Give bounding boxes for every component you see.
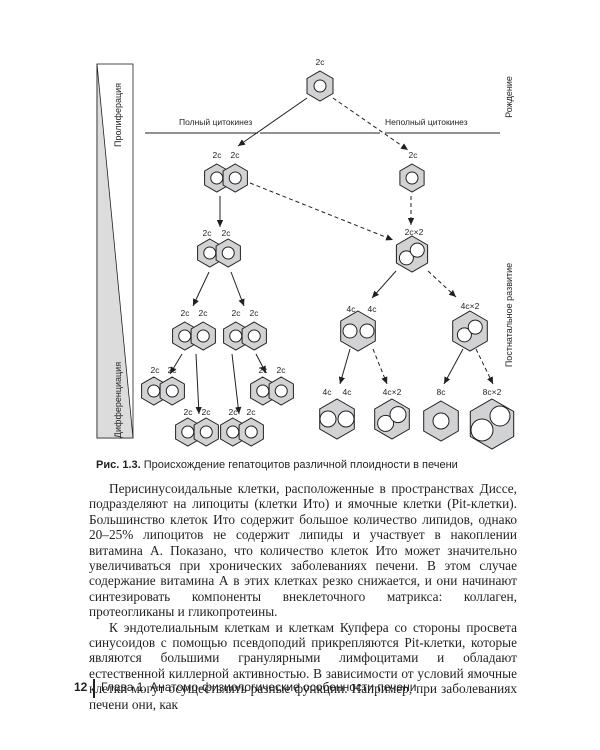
full-cytokinesis-label: Полный цитокинез <box>179 117 252 127</box>
proliferation-label: Пролиферация <box>113 83 123 147</box>
ploidy-label: 2c <box>277 365 287 375</box>
figure-caption: Рис. 1.3. Происхождение гепатоцитов разл… <box>96 459 516 471</box>
cell-nucleus <box>178 329 192 343</box>
hepatocyte-cell <box>319 398 355 440</box>
ploidy-label: 4c <box>347 304 357 314</box>
cell-nucleus <box>274 384 288 398</box>
cell-nucleus <box>359 323 375 339</box>
ploidy-label: 2c <box>168 365 178 375</box>
ploidy-label: 2c <box>316 57 326 67</box>
ploidy-label: 4c×2 <box>461 301 480 311</box>
cell-nucleus <box>489 405 511 427</box>
cell-nucleus <box>319 410 337 428</box>
cell-nucleus <box>467 319 483 335</box>
cell-nucleus <box>228 171 242 185</box>
cell-nucleus <box>409 242 425 258</box>
cell-nucleus <box>203 246 217 260</box>
ploidy-label: 2c <box>181 308 191 318</box>
birth-label: Рождение <box>504 76 514 118</box>
figure-caption-text: Происхождение гепатоцитов различной плои… <box>140 459 458 471</box>
ploidy-label: 4c <box>323 387 333 397</box>
cell-nucleus <box>470 418 494 442</box>
cell-nucleus <box>147 384 161 398</box>
cell-nucleus <box>181 425 195 439</box>
cell-nucleus <box>432 412 450 430</box>
hepatocyte-cell <box>340 310 376 352</box>
lineage-arrows <box>169 97 494 415</box>
hepatocyte-ploidy-diagram: Пролиферация Дифференциация Рождение Пос… <box>96 57 515 450</box>
page-number: 12 <box>74 680 88 694</box>
ploidy-label: 2c <box>151 365 161 375</box>
ploidy-label: 2c <box>203 228 213 238</box>
cell-nucleus <box>247 329 261 343</box>
ploidy-label: 4c <box>343 387 353 397</box>
hepatocyte-cells <box>141 70 515 450</box>
chapter-title: Глава 1. Анатомо-физиологические особенн… <box>101 680 417 694</box>
ploidy-labels: 2c 2c 2c 2c 2c 2c 2c×2 2c 2c 2c 2c 4c 4c… <box>151 57 502 417</box>
ploidy-label: 8c×2 <box>483 387 502 397</box>
ploidy-label: 2c <box>222 228 232 238</box>
incomplete-cytokinesis-label: Неполный цитокинез <box>385 117 468 127</box>
cell-nucleus <box>405 171 419 185</box>
cell-nucleus <box>313 79 327 93</box>
cell-nucleus <box>226 425 240 439</box>
ploidy-label: 2c <box>184 407 194 417</box>
postnatal-label: Постнатальное развитие <box>504 263 514 367</box>
cell-nucleus <box>398 250 414 266</box>
body-text: Перисинусоидальные клетки, расположенные… <box>89 481 517 712</box>
ploidy-label: 4c <box>368 304 378 314</box>
cell-nucleus <box>256 384 270 398</box>
paragraph: Перисинусоидальные клетки, расположенные… <box>89 481 517 620</box>
ploidy-label: 2c <box>259 365 269 375</box>
ploidy-label: 2c <box>213 150 223 160</box>
cell-nucleus <box>377 414 395 432</box>
ploidy-label: 2c <box>229 407 239 417</box>
paragraph: К эндотелиальным клеткам и клеткам Купфе… <box>89 619 517 712</box>
cell-nucleus <box>244 425 258 439</box>
ploidy-label: 8c <box>437 387 447 397</box>
cell-nucleus <box>456 327 472 343</box>
figure-caption-label: Рис. 1.3. <box>96 459 141 471</box>
cell-nucleus <box>342 323 358 339</box>
left-wedge: Пролиферация Дифференциация <box>96 63 134 439</box>
ploidy-label: 4c×2 <box>383 387 402 397</box>
ploidy-label: 2c <box>247 407 257 417</box>
cell-nucleus <box>229 329 243 343</box>
ploidy-label: 2c <box>231 150 241 160</box>
ploidy-label: 2c×2 <box>405 227 424 237</box>
cell-nucleus <box>389 406 407 424</box>
ploidy-label: 2c <box>199 308 209 318</box>
cell-nucleus <box>210 171 224 185</box>
ploidy-label: 2c <box>250 308 260 318</box>
cell-nucleus <box>196 329 210 343</box>
ploidy-label: 2c <box>202 407 212 417</box>
cell-nucleus <box>165 384 179 398</box>
ploidy-label: 2c <box>232 308 242 318</box>
cell-nucleus <box>337 410 355 428</box>
cell-nucleus <box>199 425 213 439</box>
footer-divider <box>93 679 95 698</box>
cell-nucleus <box>221 246 235 260</box>
differentiation-label: Дифференциация <box>113 362 123 438</box>
ploidy-label: 2c <box>409 150 419 160</box>
